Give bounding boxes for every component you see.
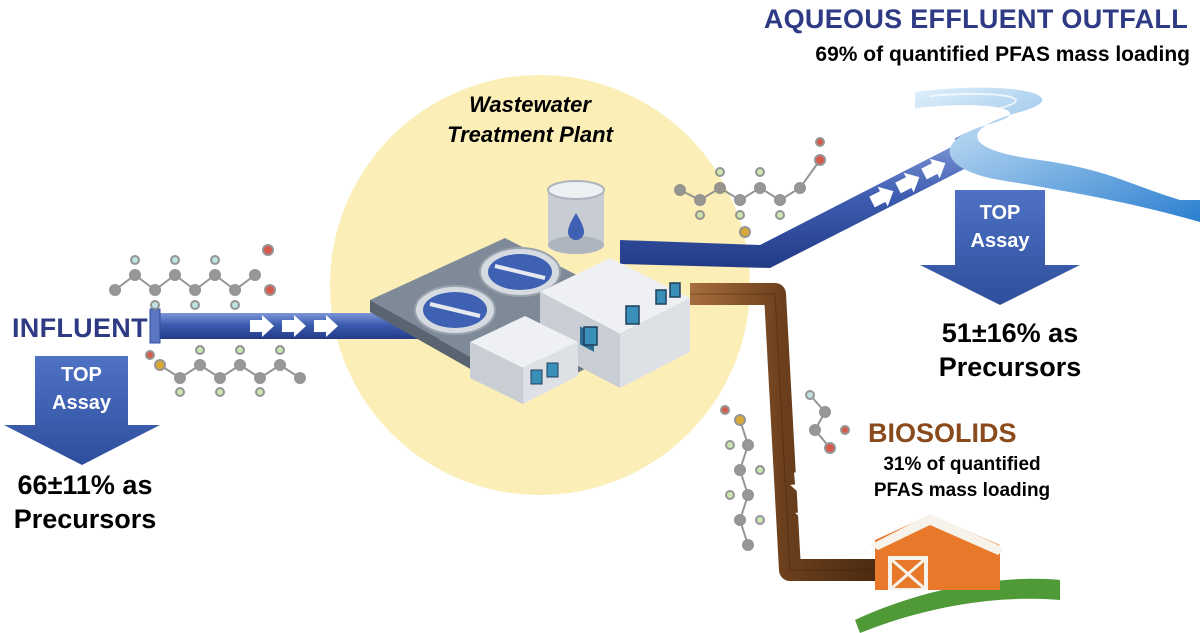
influent-title: INFLUENT [12, 313, 148, 343]
effluent-top-assay-label: TOP Assay [955, 198, 1045, 258]
biosolids-subtitle-line2: PFAS mass loading [873, 480, 1051, 501]
barn-icon [850, 514, 1061, 633]
effluent-result-line2: Precursors [938, 352, 1082, 382]
biosolids-subtitle: 31% of quantified PFAS mass loading [862, 452, 1062, 504]
influent-result-line2: Precursors [13, 504, 157, 534]
biosolids-subtitle-line1: 31% of quantified [883, 454, 1041, 475]
influent-top-label: TOP [61, 364, 102, 386]
treatment-plant-building [370, 180, 690, 404]
molecule-icon [805, 390, 850, 454]
water-tank-icon [547, 180, 605, 254]
effluent-title: AQUEOUS EFFLUENT OUTFALL [763, 4, 1188, 34]
effluent-top-assay-arrow [920, 190, 1080, 305]
effluent-result-line1: 51±16% as [941, 318, 1079, 348]
plant-label-line2: Treatment Plant [447, 122, 613, 147]
plant-label: Wastewater Treatment Plant [415, 90, 645, 150]
river-icon [915, 87, 1200, 222]
effluent-assay-label: Assay [970, 230, 1030, 252]
influent-result-line1: 66±11% as [17, 470, 153, 500]
white-flow-arrow-icon [799, 527, 824, 553]
biosolids-title: BIOSOLIDS [868, 418, 1017, 448]
effluent-subtitle: 69% of quantified PFAS mass loading [815, 43, 1190, 66]
effluent-top-label: TOP [979, 202, 1021, 224]
plant-label-line1: Wastewater [469, 92, 591, 117]
influent-assay-label: Assay [52, 392, 111, 414]
molecule-icon [109, 244, 276, 310]
influent-result: 66±11% as Precursors [10, 468, 160, 536]
effluent-flow-arrows [867, 153, 951, 212]
effluent-result: 51±16% as Precursors [930, 316, 1090, 384]
molecule-icon [674, 137, 826, 238]
influent-top-assay-label: TOP Assay [35, 360, 128, 420]
biosolids-pipe [690, 283, 880, 581]
molecule-icon [145, 345, 306, 397]
molecule-icon [720, 405, 765, 551]
influent-top-assay-arrow [4, 356, 160, 465]
